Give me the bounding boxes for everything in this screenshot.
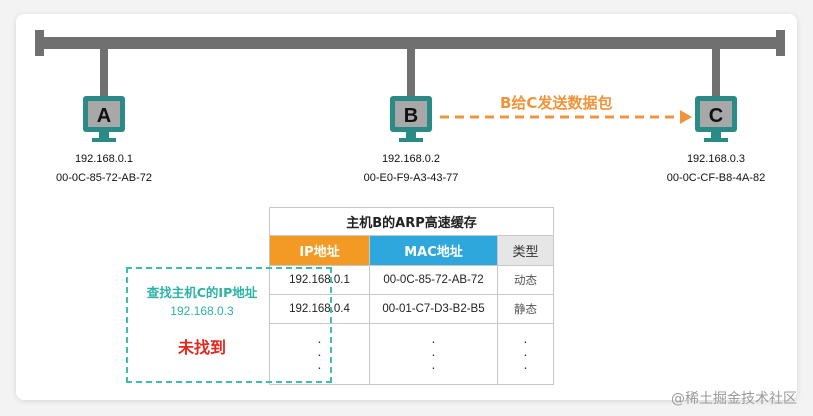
- host-a-mac: 00-0C-85-72-AB-72: [56, 172, 152, 184]
- row-ip: 192.168.0.1: [269, 265, 370, 295]
- row-type: 动态: [497, 265, 554, 295]
- row-mac: 00-0C-85-72-AB-72: [369, 265, 498, 295]
- arrow-label: B给C发送数据包: [500, 94, 613, 112]
- bus-bar: [40, 37, 780, 49]
- lookup-label: 查找主机C的IP地址: [146, 285, 258, 300]
- drop-line-c: [712, 49, 720, 99]
- arp-table-caption: 主机B的ARP高速缓存: [269, 207, 554, 236]
- ellipsis-row: · · · · · · · · ·: [269, 323, 554, 385]
- host-c-mac: 00-0C-CF-B8-4A-82: [666, 172, 766, 184]
- host-b-mac: 00-E0-F9-A3-43-77: [363, 172, 459, 184]
- host-a-ip: 192.168.0.1: [74, 153, 134, 165]
- ellipsis-type: · · ·: [497, 323, 554, 385]
- drop-line-b: [407, 49, 415, 99]
- bus-end-right: [776, 30, 785, 56]
- host-b-ip: 192.168.0.2: [381, 153, 441, 165]
- drop-line-a: [100, 49, 108, 99]
- ellipsis-mac: · · ·: [369, 323, 498, 385]
- lookup-highlight-box: [126, 267, 332, 383]
- not-found-label: 未找到: [177, 338, 226, 357]
- header-mac: MAC地址: [369, 235, 498, 266]
- ellipsis-ip: · · ·: [269, 323, 370, 385]
- host-b-letter: B: [404, 105, 418, 127]
- row-mac: 00-01-C7-D3-B2-B5: [369, 294, 498, 324]
- host-c-letter: C: [709, 105, 723, 127]
- send-arrow-head-icon: [680, 110, 692, 124]
- arp-cache-table: 主机B的ARP高速缓存 IP地址 MAC地址 类型 192.168.0.1 00…: [269, 207, 554, 385]
- host-c-ip: 192.168.0.3: [686, 153, 746, 165]
- host-a-monitor-icon: A: [83, 96, 125, 142]
- lookup-ip: 192.168.0.3: [170, 304, 234, 318]
- row-type: 静态: [497, 294, 554, 324]
- host-a-letter: A: [97, 105, 111, 127]
- table-row: 192.168.0.1 00-0C-85-72-AB-72 动态: [269, 265, 554, 295]
- header-ip: IP地址: [269, 235, 370, 266]
- host-b-monitor-icon: B: [390, 96, 432, 142]
- watermark: @稀土掘金技术社区: [671, 391, 797, 407]
- bus-end-left: [35, 30, 44, 56]
- header-type: 类型: [497, 235, 554, 266]
- host-c-monitor-icon: C: [695, 96, 737, 142]
- table-row: 192.168.0.4 00-01-C7-D3-B2-B5 静态: [269, 294, 554, 324]
